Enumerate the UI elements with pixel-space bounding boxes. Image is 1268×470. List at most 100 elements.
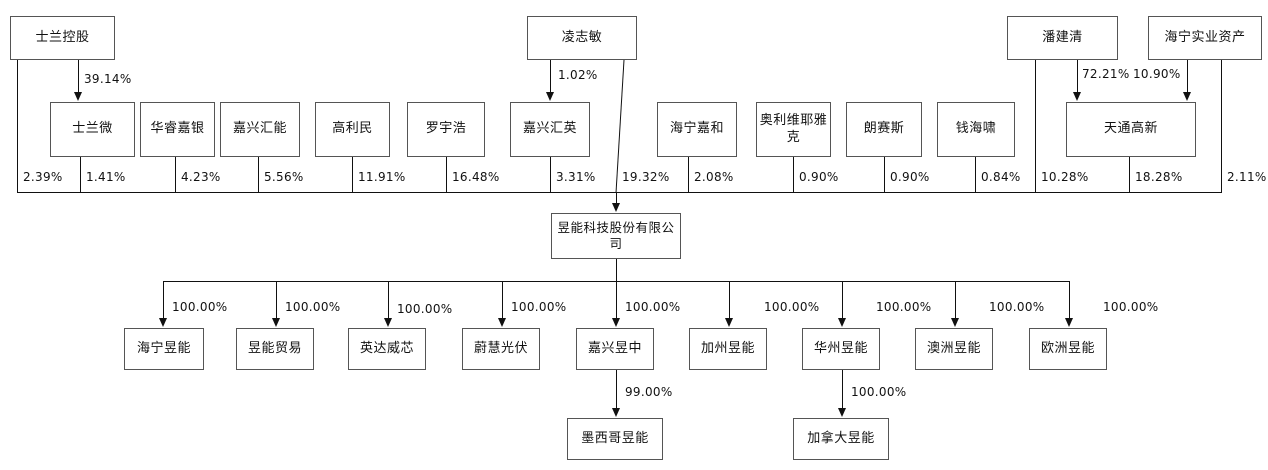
pct-hainingjiahe: 2.08% bbox=[694, 170, 734, 184]
arrowhead-yuneng-trade bbox=[272, 318, 280, 327]
pct-europe-ampt: 100.00% bbox=[1103, 300, 1159, 314]
pct-lingzhimin-jiaxinghuiying: 1.02% bbox=[558, 68, 598, 82]
node-haining-industrial-assets[interactable]: 海宁实业资产 bbox=[1148, 16, 1262, 60]
edge-olivierjacques-to-bus bbox=[793, 157, 794, 192]
edge-subbus-to-california-ampt bbox=[729, 281, 730, 319]
edge-subbus-to-weihui-pv bbox=[502, 281, 503, 319]
edge-hainingassets-to-tiantonggaoxin bbox=[1187, 60, 1188, 93]
node-olivier-jacques[interactable]: 奥利维耶雅克 bbox=[756, 102, 831, 157]
pct-lingzhimin-direct: 19.32% bbox=[622, 170, 670, 184]
pct-qianhaixiao: 0.84% bbox=[981, 170, 1021, 184]
pct-panjianqing-tiantonggaoxin: 72.21% bbox=[1082, 67, 1130, 81]
node-australia-ampt[interactable]: 澳洲昱能 bbox=[915, 328, 993, 370]
node-label: 海宁昱能 bbox=[136, 340, 191, 356]
node-mexico-ampt[interactable]: 墨西哥昱能 bbox=[567, 418, 663, 460]
node-yingda-weixin[interactable]: 英达威芯 bbox=[348, 328, 426, 370]
node-tiantong-gaoxin[interactable]: 天通高新 bbox=[1066, 102, 1196, 157]
edge-qianhaixiao-to-bus bbox=[975, 157, 976, 192]
edge-hainingassets-direct bbox=[1221, 60, 1222, 192]
node-label: 华睿嘉银 bbox=[150, 121, 205, 137]
arrowhead-weihui-pv bbox=[498, 318, 506, 327]
node-jiaxing-huineng[interactable]: 嘉兴汇能 bbox=[220, 102, 300, 157]
arrowhead-huazhou-ampt bbox=[838, 318, 846, 327]
node-label: 昱能贸易 bbox=[247, 340, 302, 356]
arrowhead-yingda-weixin bbox=[384, 318, 392, 327]
shareholder-bus-line bbox=[17, 192, 1222, 193]
node-label: 凌志敏 bbox=[561, 29, 603, 45]
edge-lingzhimin-to-jiaxinghuiying bbox=[550, 60, 551, 93]
edge-subbus-to-haining-ampt bbox=[163, 281, 164, 319]
edge-shilanholding-to-shilanwei bbox=[78, 60, 79, 93]
pct-olivierjacques: 0.90% bbox=[799, 170, 839, 184]
pct-weihui-pv: 100.00% bbox=[511, 300, 567, 314]
node-label: 嘉兴汇能 bbox=[232, 121, 287, 137]
node-label: 朗赛斯 bbox=[863, 121, 905, 137]
pct-panjianqing-direct: 10.28% bbox=[1041, 170, 1089, 184]
node-label: 嘉兴汇英 bbox=[522, 121, 577, 137]
pct-hainingassets-direct: 2.11% bbox=[1227, 170, 1267, 184]
pct-langsaisi: 0.90% bbox=[890, 170, 930, 184]
node-california-ampt[interactable]: 加州昱能 bbox=[689, 328, 767, 370]
edge-luoyuhao-to-bus bbox=[446, 157, 447, 192]
arrowhead-australia-ampt bbox=[951, 318, 959, 327]
node-label: 加州昱能 bbox=[700, 340, 755, 356]
arrowhead-california-ampt bbox=[725, 318, 733, 327]
edge-jiaxing-yuzhong-to-mexico bbox=[616, 370, 617, 409]
edge-panjianqing-to-tiantonggaoxin bbox=[1077, 60, 1078, 93]
node-huazhou-ampt[interactable]: 华州昱能 bbox=[802, 328, 880, 370]
node-yuneng-trade[interactable]: 昱能贸易 bbox=[236, 328, 314, 370]
edge-subbus-to-australia-ampt bbox=[955, 281, 956, 319]
node-jiaxing-huiying[interactable]: 嘉兴汇英 bbox=[510, 102, 590, 157]
pct-shilanholding-shilanwei: 39.14% bbox=[84, 72, 132, 86]
pct-huazhou-ampt: 100.00% bbox=[876, 300, 932, 314]
edge-subbus-to-jiaxing-yuzhong bbox=[616, 281, 617, 319]
arrowhead-mexico-ampt bbox=[612, 408, 620, 417]
node-canada-ampt[interactable]: 加拿大昱能 bbox=[793, 418, 889, 460]
edge-lingzhimin-direct bbox=[615, 59, 625, 194]
edge-shilanwei-to-bus bbox=[80, 157, 81, 192]
node-shilanwei[interactable]: 士兰微 bbox=[50, 102, 135, 157]
node-label: 昱能科技股份有限公司 bbox=[557, 220, 675, 251]
edge-jiaxinghuineng-to-bus bbox=[258, 157, 259, 192]
node-label: 钱海啸 bbox=[955, 121, 997, 137]
node-label: 华州昱能 bbox=[813, 340, 868, 356]
pct-shilanwei: 1.41% bbox=[86, 170, 126, 184]
node-shilan-holding[interactable]: 士兰控股 bbox=[10, 16, 115, 60]
node-label: 蔚慧光伏 bbox=[473, 340, 528, 356]
pct-shilanholding-direct: 2.39% bbox=[23, 170, 63, 184]
node-langsaisi[interactable]: 朗赛斯 bbox=[846, 102, 922, 157]
node-label: 士兰控股 bbox=[35, 29, 90, 45]
pct-huaruijiayin: 4.23% bbox=[181, 170, 221, 184]
node-label: 墨西哥昱能 bbox=[581, 430, 649, 446]
edge-langsaisi-to-bus bbox=[884, 157, 885, 192]
edge-gaolimin-to-bus bbox=[352, 157, 353, 192]
node-label: 天通高新 bbox=[1103, 121, 1158, 137]
node-label: 欧洲昱能 bbox=[1040, 340, 1095, 356]
pct-haining-ampt: 100.00% bbox=[172, 300, 228, 314]
node-label: 海宁嘉和 bbox=[669, 121, 724, 137]
node-label: 加拿大昱能 bbox=[807, 430, 875, 446]
edge-main-company-to-subbus bbox=[616, 259, 617, 281]
node-jiaxing-yuzhong[interactable]: 嘉兴昱中 bbox=[576, 328, 654, 370]
edge-subbus-to-yingda-weixin bbox=[388, 281, 389, 319]
arrowhead-haining-ampt bbox=[159, 318, 167, 327]
node-haining-jiahe[interactable]: 海宁嘉和 bbox=[657, 102, 737, 157]
node-weihui-pv[interactable]: 蔚慧光伏 bbox=[462, 328, 540, 370]
pct-california-ampt: 100.00% bbox=[764, 300, 820, 314]
pct-jiaxinghuiying: 3.31% bbox=[556, 170, 596, 184]
node-haining-ampt[interactable]: 海宁昱能 bbox=[124, 328, 204, 370]
pct-australia-ampt: 100.00% bbox=[989, 300, 1045, 314]
pct-yuneng-trade: 100.00% bbox=[285, 300, 341, 314]
node-qianhaixiao[interactable]: 钱海啸 bbox=[937, 102, 1015, 157]
node-label: 英达威芯 bbox=[359, 340, 414, 356]
node-luoyuhao[interactable]: 罗宇浩 bbox=[407, 102, 485, 157]
edge-panjianqing-direct bbox=[1035, 60, 1036, 192]
pct-luoyuhao: 16.48% bbox=[452, 170, 500, 184]
node-label: 嘉兴昱中 bbox=[587, 340, 642, 356]
node-lingzhimin[interactable]: 凌志敏 bbox=[527, 16, 637, 60]
node-huarui-jiayin[interactable]: 华睿嘉银 bbox=[140, 102, 215, 157]
node-panjianqing[interactable]: 潘建清 bbox=[1007, 16, 1118, 60]
node-europe-ampt[interactable]: 欧洲昱能 bbox=[1029, 328, 1107, 370]
node-main-company[interactable]: 昱能科技股份有限公司 bbox=[551, 213, 681, 259]
node-gaolimin[interactable]: 高利民 bbox=[315, 102, 390, 157]
